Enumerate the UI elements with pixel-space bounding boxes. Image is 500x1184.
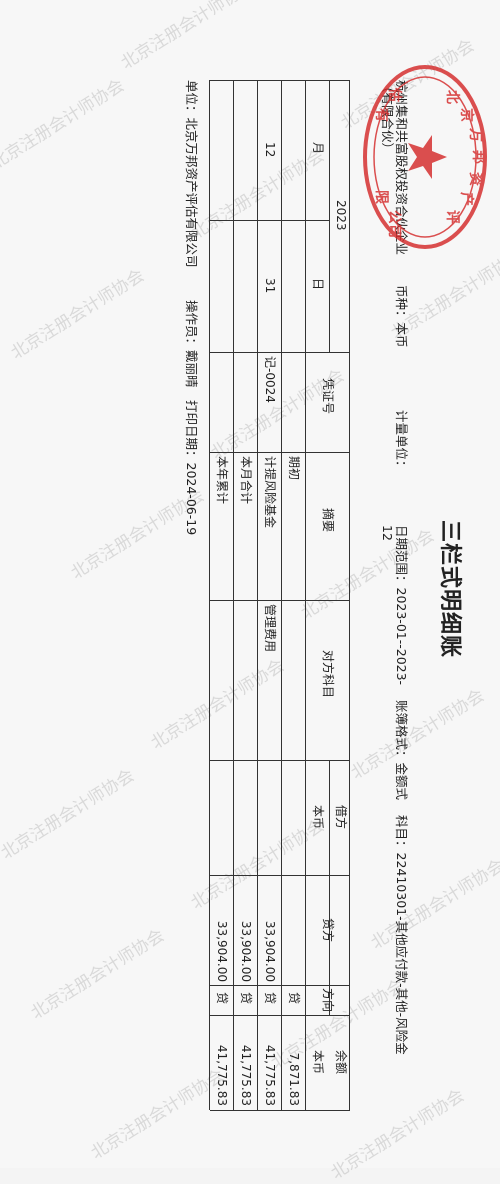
balance-currency-header: 本币	[311, 1050, 325, 1075]
svg-text:万: 万	[467, 127, 483, 142]
period-label: 日期范围：2023-01--2023-12	[379, 525, 409, 686]
company-name: 杭州集和共富股权投资合伙企业（有限合伙）	[379, 80, 409, 256]
currency-label: 币种：本币	[394, 285, 409, 348]
ledger-table: 2023 月 日 凭证号 摘要 对方科目 借方 本币 贷方 方向 余额 本币 期…	[209, 80, 350, 1111]
table-row-summary: 期初	[287, 456, 301, 481]
footer-operator: 操作员：戴丽晴	[184, 300, 199, 388]
table-row-direction: 贷	[287, 992, 301, 1005]
table-row-direction: 贷	[239, 992, 253, 1005]
table-row-credit: 33,904.00	[263, 920, 277, 982]
footer-print-date: 打印日期：2024-06-19	[184, 400, 199, 536]
table-row-balance: 41,775.83	[263, 1044, 277, 1106]
document-title: 三栏式明细账	[437, 520, 462, 659]
credit-header: 贷方	[321, 918, 335, 943]
table-row-counter-account: 管理费用	[263, 604, 277, 653]
table-row-direction: 贷	[215, 992, 229, 1005]
table-row-balance: 41,775.83	[239, 1044, 253, 1106]
account-format-label: 账簿格式：金额式	[394, 700, 409, 801]
balance-header: 余额	[334, 1050, 348, 1075]
direction-header: 方向	[321, 988, 335, 1013]
debit-currency-header: 本币	[311, 805, 325, 830]
table-row-balance: 7,871.83	[287, 1052, 301, 1106]
voucher-header: 凭证号	[321, 378, 335, 415]
summary-header: 摘要	[321, 508, 335, 533]
counter-account-header: 对方科目	[321, 650, 335, 699]
table-row-day: 31	[263, 278, 277, 294]
svg-text:评: 评	[444, 210, 460, 224]
subject-label: 科目：22410301-其他应付款-其他-风险金	[394, 815, 409, 1055]
month-header: 月	[311, 142, 325, 155]
year-header: 2023	[334, 200, 348, 231]
table-row-direction: 贷	[263, 992, 277, 1005]
debit-header: 借方	[334, 805, 348, 830]
day-header: 日	[311, 278, 325, 291]
table-row-credit: 33,904.00	[239, 920, 253, 982]
unit-label: 计量单位：	[394, 410, 409, 473]
table-row-summary: 计提风险基金	[263, 456, 277, 529]
svg-text:产: 产	[458, 192, 475, 206]
table-row-summary: 本年累计	[215, 456, 229, 505]
table-row-credit: 33,904.00	[215, 920, 229, 982]
svg-text:邦: 邦	[470, 150, 487, 164]
table-row-voucher: 记-0024	[263, 356, 277, 403]
table-row-month: 12	[263, 142, 277, 158]
svg-text:京: 京	[458, 108, 475, 122]
table-row-balance: 41,775.83	[215, 1044, 229, 1106]
footer-unit: 单位：北京万邦资产评估有限公司	[184, 80, 199, 268]
svg-text:资: 资	[467, 172, 484, 186]
table-row-summary: 本月合计	[239, 456, 253, 505]
svg-text:北: 北	[444, 90, 460, 104]
